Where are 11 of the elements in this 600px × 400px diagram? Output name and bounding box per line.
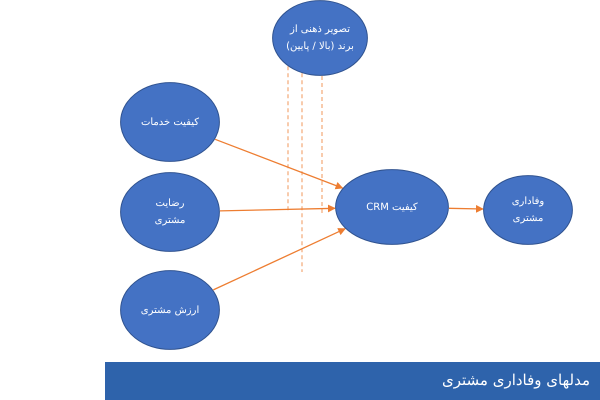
arrow	[448, 204, 484, 213]
ellipse-node: کیفیت خدمات	[120, 82, 220, 162]
arrow	[213, 228, 346, 290]
ellipse-node: رضایت مشتری	[120, 172, 220, 252]
ellipse-node: کیفیت CRM	[335, 169, 449, 245]
title: مدلهای وفاداری مشتری	[442, 371, 590, 389]
ellipse-node: وفاداری مشتری	[483, 175, 573, 245]
arrow	[214, 138, 344, 190]
arrow	[220, 204, 336, 212]
ellipse-node: ارزش مشتری	[120, 270, 220, 350]
ellipse-node: تصویر ذهنی از برند (بالا / پایین)	[272, 0, 368, 76]
